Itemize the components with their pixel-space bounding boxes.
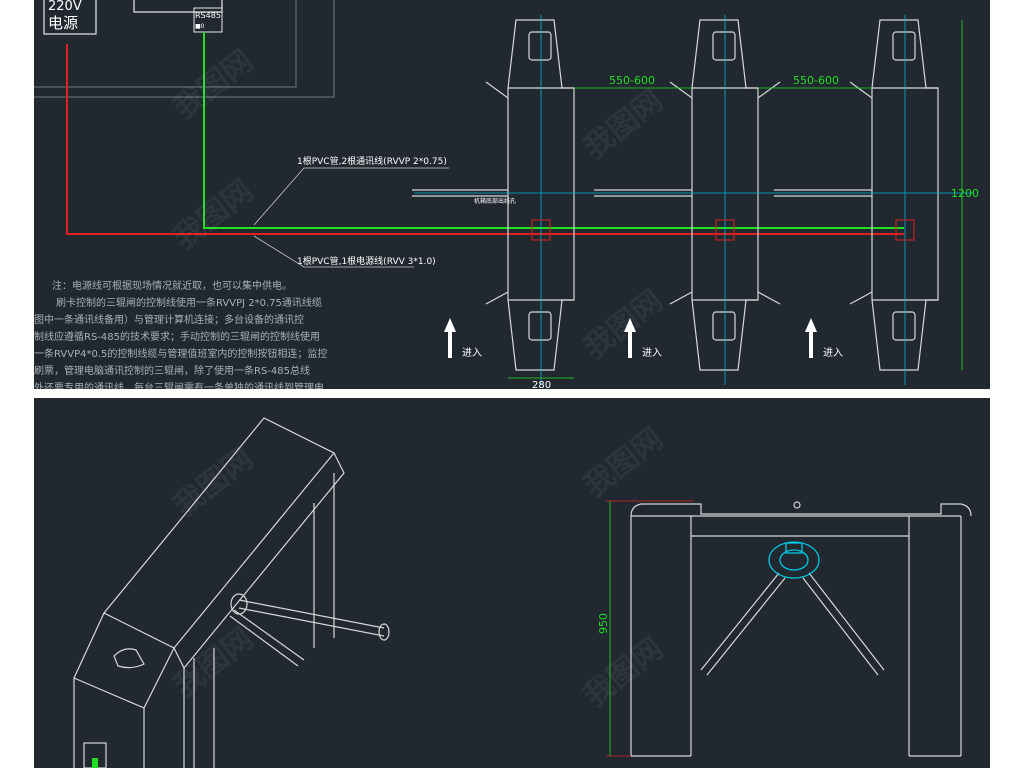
installation-notes: 注：电源线可根据现场情况就近取，也可以集中供电。 刷卡控制的三辊闸的控制线使用一…	[34, 279, 327, 394]
wiring-plan-panel: 220V 电源 RS485 ■0 1根PVC管,2根通讯线(RVVP 2*0.7…	[34, 0, 990, 394]
signal-cable-label: 1根PVC管,2根通讯线(RVVP 2*0.75)	[297, 155, 447, 167]
entry-label-2: 进入	[642, 347, 662, 359]
power-cable-leader	[253, 235, 414, 268]
signal-wire	[203, 32, 904, 229]
dim-width: 280	[532, 380, 551, 389]
entry-arrow-1	[444, 318, 456, 358]
note-line: 刷卡控制的三辊闸的控制线使用一条RVVPJ 2*0.75通讯线缆	[56, 296, 322, 309]
signal-cable-leader	[253, 167, 449, 226]
power-source-label: 电源	[48, 14, 78, 32]
turnstile-unit-1	[412, 19, 575, 371]
wiring-plan-drawing: 220V 电源 RS485 ■0 1根PVC管,2根通讯线(RVVP 2*0.7…	[34, 0, 979, 394]
watermark-text: 我图网	[167, 441, 259, 524]
room-outline-inner	[34, 0, 297, 88]
turnstile-views-panel: 950 我图网 我图网 我图网 我图网	[34, 398, 990, 769]
junction-box-1	[531, 219, 551, 241]
status-indicator-light	[92, 758, 98, 768]
front-dim-lines	[606, 500, 694, 757]
power-wire	[66, 44, 904, 235]
turnstile-views-drawing: 950 我图网 我图网 我图网 我图网	[73, 417, 972, 769]
room-outline-outer	[34, 0, 335, 98]
note-line: 图中一条通讯线备用）与管理计算机连接；多台设备的通讯控	[34, 313, 304, 326]
power-source-box	[43, 0, 97, 35]
dim-height: 1200	[951, 187, 979, 200]
watermark-text: 我图网	[577, 83, 669, 166]
rs485-port-box	[193, 7, 223, 33]
watermark-logo: 我图网 我图网 我图网 我图网	[167, 421, 669, 714]
watermark-text: 我图网	[577, 421, 669, 504]
entry-arrow-3	[805, 318, 817, 358]
power-cable-label: 1根PVC管,1根电源线(RVV 3*1.0)	[297, 255, 436, 267]
power-voltage-label: 220V	[48, 0, 82, 14]
note-line: 注：电源线可根据现场情况就近取，也可以集中供电。	[52, 279, 292, 292]
front-view-turnstile	[630, 501, 972, 757]
controller-box	[133, 0, 223, 13]
turnstile-unit-2	[594, 19, 781, 371]
rotor-hub	[768, 541, 820, 579]
entry-label-1: 进入	[462, 347, 482, 359]
note-line: 外还要专用的通讯线，每台三辊闸需有一条单独的通讯线到管理电	[34, 381, 324, 389]
isometric-turnstile	[73, 417, 390, 769]
note-line: 刷票，管理电脑通讯控制的三辊闸，除了使用一条RS-485总线	[34, 364, 310, 377]
rs485-sub-label: ■0	[195, 23, 205, 30]
entry-label-3: 进入	[823, 347, 843, 359]
turnstile-unit-3	[774, 19, 939, 371]
junction-box-3	[895, 219, 915, 241]
rs485-label: RS485	[195, 11, 221, 20]
watermark-text: 我图网	[577, 631, 669, 714]
front-dim-height: 950	[597, 613, 610, 634]
note-line: 制线应遵循RS-485的技术要求；手动控制的三辊闸的控制线使用	[34, 330, 320, 343]
entry-arrow-2	[624, 318, 636, 358]
note-line: 一条RVVP4*0.5的控制线缆与管理值班室内的控制按钮相连；监控	[34, 347, 327, 360]
dim-spacing-1: 550-600	[609, 74, 655, 87]
dim-spacing-2: 550-600	[793, 74, 839, 87]
center-axis-lines	[414, 15, 974, 385]
watermark-text: 我图网	[167, 43, 259, 126]
cable-hole-label: 机箱底部出线孔	[474, 197, 516, 205]
junction-box-2	[715, 219, 735, 241]
watermark-text: 我图网	[167, 173, 259, 256]
